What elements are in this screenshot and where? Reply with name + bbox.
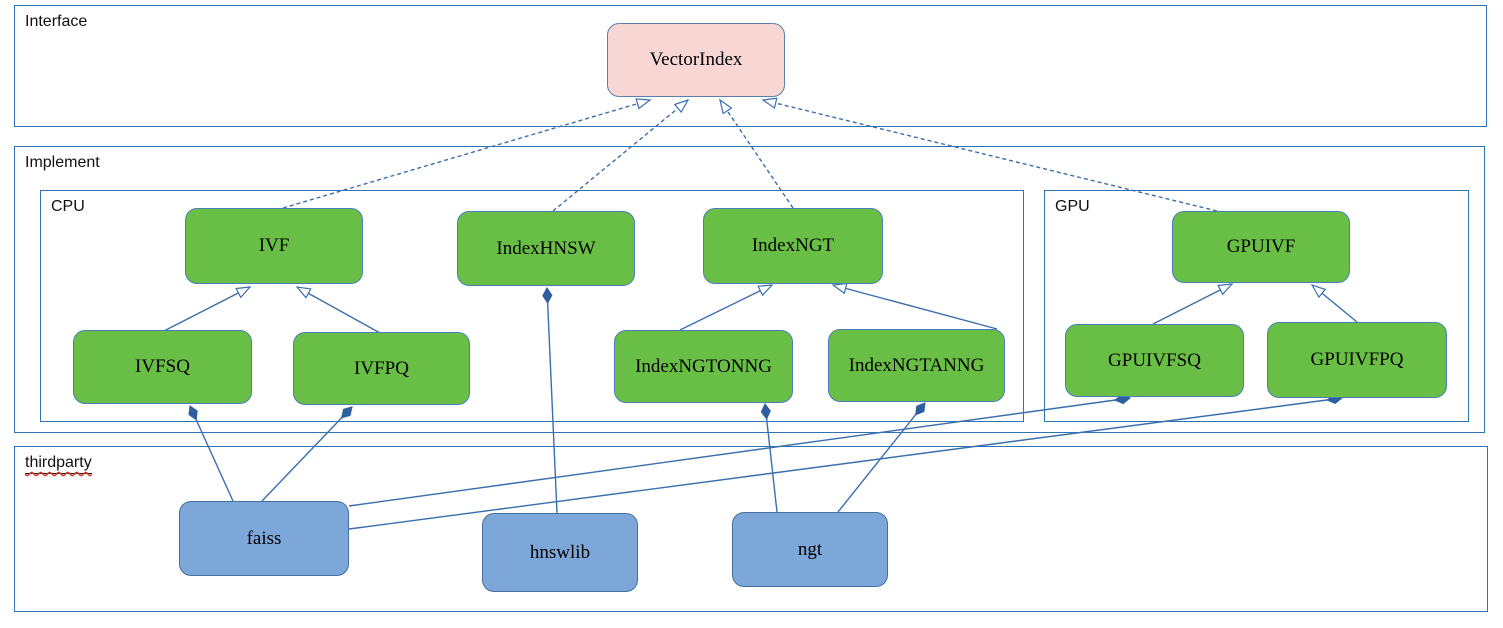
edge-faiss-gpuivfsq[interactable] bbox=[348, 393, 1131, 507]
node-gpuivf-label: GPUIVF bbox=[1226, 236, 1296, 257]
edge-ngt-indexngtanng[interactable] bbox=[837, 402, 926, 513]
node-gpuivfpq[interactable]: GPUIVFPQ bbox=[1267, 322, 1447, 398]
edge-gpuivfsq-gpuivf[interactable] bbox=[1152, 283, 1234, 325]
node-vectorindex-label: VectorIndex bbox=[649, 49, 743, 70]
node-indexngtanng[interactable]: IndexNGTANNG bbox=[828, 329, 1005, 402]
node-indexngtanng-label: IndexNGTANNG bbox=[848, 354, 985, 376]
node-gpuivfpq-label: GPUIVFPQ bbox=[1310, 349, 1404, 370]
node-gpuivfsq[interactable]: GPUIVFSQ bbox=[1065, 324, 1244, 397]
edge-indexngtanng-indexngt[interactable] bbox=[831, 282, 998, 330]
edge-faiss-gpuivfpq[interactable] bbox=[348, 393, 1343, 530]
node-ivfpq-label: IVFPQ bbox=[354, 357, 409, 379]
edge-gpuivf-vectorindex[interactable] bbox=[761, 97, 1218, 212]
edge-ivfpq-ivf[interactable] bbox=[295, 286, 381, 334]
edge-faiss-ivfsq[interactable] bbox=[188, 405, 234, 502]
node-gpuivf[interactable]: GPUIVF bbox=[1172, 211, 1350, 283]
node-hnswlib-label: hnswlib bbox=[529, 541, 591, 563]
edge-indexhnsw-vectorindex[interactable] bbox=[552, 98, 690, 212]
node-indexngt-label: IndexNGT bbox=[751, 235, 835, 256]
node-indexhnsw[interactable]: IndexHNSW bbox=[457, 211, 635, 286]
edge-indexngt-vectorindex[interactable] bbox=[719, 98, 794, 209]
node-gpuivfsq-label: GPUIVFSQ bbox=[1108, 349, 1201, 371]
section-cpu-label: CPU bbox=[51, 198, 85, 215]
edge-hnswlib-indexhnsw[interactable] bbox=[542, 287, 558, 514]
node-hnswlib[interactable]: hnswlib bbox=[482, 513, 638, 592]
node-faiss[interactable]: faiss bbox=[179, 501, 349, 576]
edge-faiss-ivfpq[interactable] bbox=[261, 406, 353, 502]
section-thirdparty-label: thirdparty bbox=[25, 454, 92, 474]
edge-ngt-indexngtonng[interactable] bbox=[760, 403, 778, 513]
node-ivfpq[interactable]: IVFPQ bbox=[293, 332, 470, 405]
edge-ivf-vectorindex[interactable] bbox=[282, 98, 652, 209]
edge-indexngtonng-indexngt[interactable] bbox=[679, 284, 774, 331]
node-indexngtonng[interactable]: IndexNGTONNG bbox=[614, 330, 793, 403]
node-indexngtonng-label: IndexNGTONNG bbox=[635, 355, 772, 377]
section-interface-label: Interface bbox=[25, 13, 88, 30]
node-ivf[interactable]: IVF bbox=[185, 208, 363, 284]
node-ivfsq[interactable]: IVFSQ bbox=[73, 330, 252, 404]
edge-ivfsq-ivf[interactable] bbox=[161, 286, 252, 333]
node-faiss-label: faiss bbox=[246, 527, 282, 549]
node-ivfsq-label: IVFSQ bbox=[135, 356, 190, 377]
section-gpu-label: GPU bbox=[1055, 198, 1090, 215]
node-vectorindex[interactable]: VectorIndex bbox=[607, 23, 785, 97]
node-ngt[interactable]: ngt bbox=[732, 512, 888, 587]
node-ivf-label: IVF bbox=[258, 235, 290, 256]
node-ngt-label: ngt bbox=[797, 538, 823, 560]
section-implement-label: Implement bbox=[25, 154, 100, 171]
node-indexngt[interactable]: IndexNGT bbox=[703, 208, 883, 284]
node-indexhnsw-label: IndexHNSW bbox=[496, 237, 596, 259]
edge-gpuivfpq-gpuivf[interactable] bbox=[1310, 283, 1358, 323]
